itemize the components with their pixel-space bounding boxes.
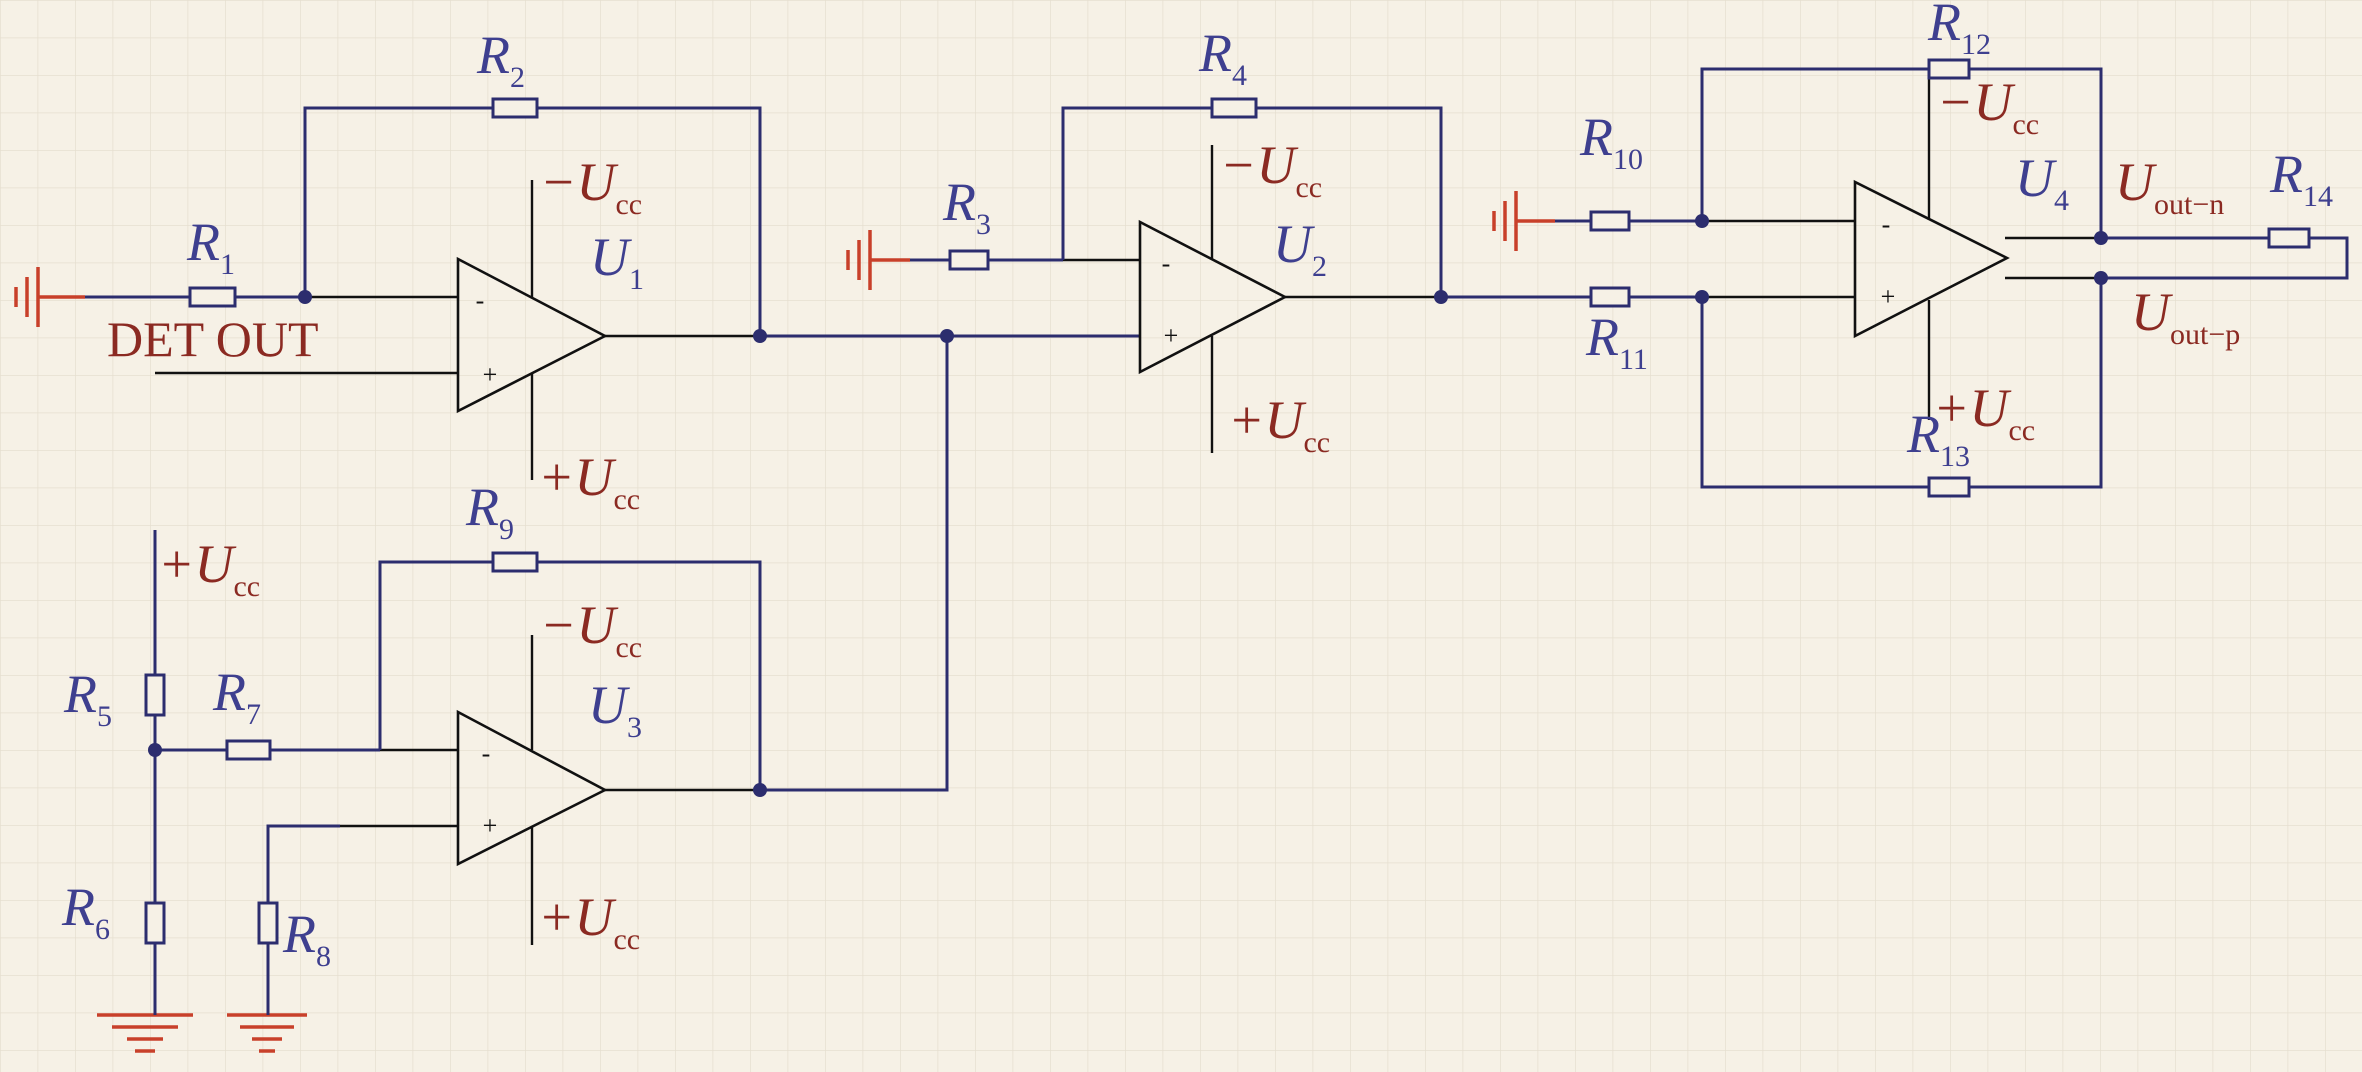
resistor-r4 — [1210, 97, 1258, 119]
label-u2: U2 — [1273, 214, 1327, 283]
resistor-r2 — [491, 97, 539, 119]
resistor-r12 — [1927, 58, 1971, 80]
label-r6: R6 — [61, 877, 110, 946]
labels: DET OUT U1 U2 U3 U4 −Ucc +Ucc −Ucc +Ucc … — [61, 0, 2333, 973]
label-r5: R5 — [63, 664, 112, 733]
opamp-u3: - + — [456, 635, 608, 945]
resistor-r14 — [2267, 227, 2311, 249]
u1-plus: + — [483, 360, 498, 389]
junctions — [148, 214, 2108, 797]
divider-supply: +Ucc — [158, 534, 260, 603]
label-r3: R3 — [942, 172, 991, 241]
opamp-u2: - + — [1138, 145, 1288, 453]
ground-r6-icon — [97, 1013, 193, 1053]
ground-r3-icon — [846, 230, 910, 290]
resistor-r3 — [948, 249, 990, 271]
resistor-r13 — [1927, 476, 1971, 498]
label-uout-p: Uout−p — [2131, 282, 2240, 351]
resistor-r9 — [491, 551, 539, 573]
resistor-r1 — [188, 286, 237, 308]
u1-minus: - — [476, 286, 485, 315]
u4-neg-supply: −Ucc — [1937, 72, 2039, 141]
u2-minus: - — [1162, 249, 1171, 278]
label-r10: R10 — [1579, 107, 1643, 176]
opamp-u4: - + — [1853, 69, 2010, 420]
junction — [940, 329, 954, 343]
resistor-r11 — [1589, 286, 1631, 308]
junction — [1695, 214, 1709, 228]
u4-plus: + — [1881, 282, 1896, 311]
u2-pos-supply: +Ucc — [1228, 390, 1330, 459]
input-label: DET OUT — [107, 311, 319, 367]
junction — [753, 329, 767, 343]
junction — [1695, 290, 1709, 304]
label-uout-n: Uout−n — [2115, 152, 2224, 221]
label-r9: R9 — [465, 477, 514, 546]
u2-plus: + — [1164, 321, 1179, 350]
u3-minus: - — [482, 739, 491, 768]
label-r7: R7 — [212, 662, 261, 731]
resistor-r7 — [225, 739, 272, 761]
junction — [148, 743, 162, 757]
label-u3: U3 — [588, 675, 642, 744]
label-r11: R11 — [1585, 307, 1648, 376]
label-u1: U1 — [590, 227, 644, 296]
resistor-r10 — [1589, 210, 1631, 232]
resistors — [144, 58, 2311, 945]
label-r2: R2 — [476, 25, 525, 94]
u2-neg-supply: −Ucc — [1220, 135, 1322, 204]
resistor-r5 — [144, 673, 166, 717]
u4-minus: - — [1882, 210, 1891, 239]
junction — [2094, 231, 2108, 245]
u3-neg-supply: −Ucc — [540, 595, 642, 664]
ground-input-icon — [14, 267, 85, 327]
u3-plus: + — [483, 811, 498, 840]
u4-pos-supply: +Ucc — [1933, 378, 2035, 447]
junction — [1434, 290, 1448, 304]
label-r12: R12 — [1927, 0, 1991, 61]
label-r14: R14 — [2269, 144, 2333, 213]
u1-neg-supply: −Ucc — [540, 152, 642, 221]
label-r8: R8 — [282, 904, 331, 973]
label-r13: R13 — [1906, 404, 1970, 473]
u1-pos-supply: +Ucc — [538, 447, 640, 516]
junction — [298, 290, 312, 304]
resistor-r6 — [144, 901, 166, 945]
junction — [753, 783, 767, 797]
label-r1: R1 — [186, 212, 235, 281]
ground-r10-icon — [1492, 191, 1555, 251]
junction — [2094, 271, 2108, 285]
label-r4: R4 — [1198, 23, 1247, 92]
resistor-r8 — [257, 901, 279, 945]
label-u4: U4 — [2015, 148, 2069, 217]
u3-pos-supply: +Ucc — [538, 887, 640, 956]
opamp-u1: - + — [456, 180, 608, 480]
